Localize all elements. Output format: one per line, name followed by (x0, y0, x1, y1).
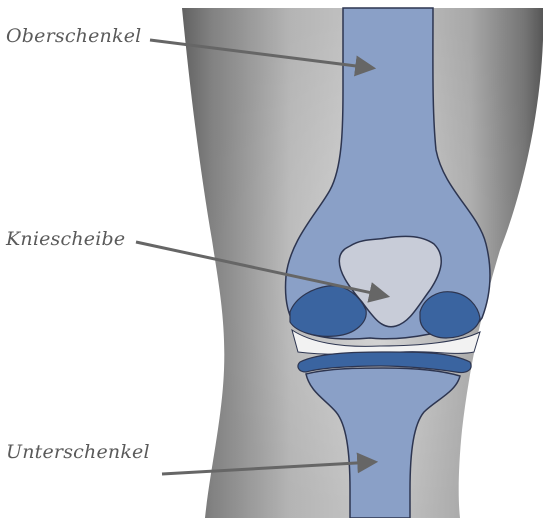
femur-label: Oberschenkel (6, 25, 141, 47)
patella-label: Kniescheibe (6, 228, 125, 250)
tibia-label: Unterschenkel (6, 441, 150, 463)
